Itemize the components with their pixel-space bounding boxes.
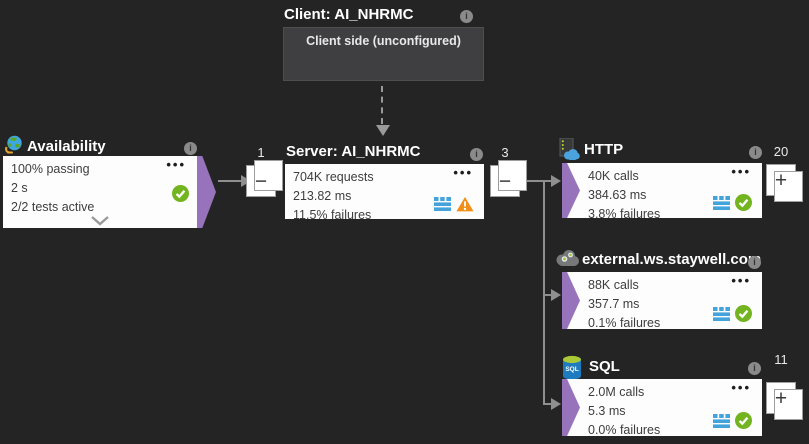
collapse-edge-button[interactable]: − (490, 160, 527, 197)
instances-grid-icon (713, 195, 730, 210)
server-node-title: Server: AI_NHRMC (286, 143, 421, 160)
metric-duration: 384.63 ms (588, 188, 647, 202)
metric-passing: 100% passing (11, 162, 90, 176)
http-node-card[interactable]: 40K calls 384.63 ms 3.8% failures ••• (562, 163, 762, 221)
success-icon (735, 305, 752, 322)
info-icon[interactable] (748, 362, 761, 375)
minus-icon: − (254, 169, 268, 193)
plus-icon: + (774, 168, 788, 192)
metric-failures: 11.5% failures (293, 208, 372, 222)
metric-duration: 5.3 ms (588, 404, 626, 418)
info-icon[interactable] (460, 10, 473, 23)
availability-node-title: Availability (27, 138, 106, 155)
more-options-icon[interactable]: ••• (731, 273, 751, 288)
info-icon[interactable] (749, 146, 762, 159)
globe-icon (5, 135, 22, 154)
external-metrics: 88K calls 357.7 ms 0.1% failures (562, 272, 762, 333)
plus-icon: + (774, 386, 788, 410)
sql-node-title: SQL (589, 358, 620, 375)
connector-line (543, 180, 545, 405)
success-icon (735, 194, 752, 211)
sql-node-card[interactable]: 2.0M calls 5.3 ms 0.0% failures ••• (562, 379, 762, 437)
more-options-icon[interactable]: ••• (166, 157, 186, 172)
instances-grid-icon (434, 197, 451, 211)
availability-metrics: 100% passing 2 s 2/2 tests active (3, 156, 197, 217)
sql-metrics: 2.0M calls 5.3 ms 0.0% failures (562, 379, 762, 440)
instances-grid-icon (713, 413, 730, 428)
arrow-right-icon (551, 289, 561, 301)
expand-node-button[interactable]: + (766, 382, 803, 420)
info-icon[interactable] (748, 256, 761, 269)
connector-line (543, 180, 552, 182)
client-node-title: Client: AI_NHRMC (284, 6, 414, 23)
availability-node-card[interactable]: 100% passing 2 s 2/2 tests active ••• (3, 156, 216, 228)
connector-line (543, 294, 552, 296)
server-cloud-icon (559, 138, 580, 160)
http-metrics: 40K calls 384.63 ms 3.8% failures (562, 163, 762, 224)
metric-tests: 2/2 tests active (11, 200, 95, 214)
metric-duration: 357.7 ms (588, 297, 640, 311)
arrow-right-icon (551, 175, 561, 187)
info-icon[interactable] (184, 142, 197, 155)
gears-icon (556, 250, 579, 266)
metric-calls: 2.0M calls (588, 385, 645, 399)
metric-failures: 0.0% failures (588, 423, 661, 437)
metric-duration: 2 s (11, 181, 28, 195)
collapse-edge-button[interactable]: − (246, 160, 283, 197)
more-options-icon[interactable]: ••• (731, 164, 751, 179)
warning-icon (456, 197, 474, 212)
more-options-icon[interactable]: ••• (731, 380, 751, 395)
metric-duration: 213.82 ms (293, 189, 352, 203)
arrow-right-icon (551, 398, 561, 410)
metric-calls: 40K calls (588, 169, 639, 183)
node-badge-count: 11 (774, 352, 788, 367)
edge-out-chevron (197, 156, 216, 228)
client-server-dashed-connector (381, 86, 383, 124)
expand-node-button[interactable]: + (766, 164, 803, 202)
more-options-icon[interactable]: ••• (453, 165, 473, 180)
success-icon (172, 185, 189, 202)
instances-grid-icon (713, 306, 730, 321)
sql-database-icon: SQL (563, 355, 581, 380)
arrow-down-icon (376, 125, 390, 136)
connector-line (218, 180, 242, 182)
info-icon[interactable] (470, 148, 483, 161)
external-node-card[interactable]: 88K calls 357.7 ms 0.1% failures ••• (562, 272, 762, 330)
minus-icon: − (498, 169, 512, 193)
success-icon (735, 412, 752, 429)
metric-requests: 704K requests (293, 170, 374, 184)
client-node-body: Client side (unconfigured) (306, 34, 461, 48)
server-metrics: 704K requests 213.82 ms 11.5% failures (285, 164, 484, 225)
metric-failures: 0.1% failures (588, 316, 661, 330)
chevron-down-icon[interactable] (90, 216, 110, 226)
external-node-title: external.ws.staywell.com (582, 251, 762, 268)
edge-count-label: 3 (501, 145, 509, 160)
client-node-card[interactable]: Client side (unconfigured) (283, 27, 484, 81)
metric-failures: 3.8% failures (588, 207, 661, 221)
http-node-title: HTTP (584, 141, 624, 158)
server-node-card[interactable]: 704K requests 213.82 ms 11.5% failures •… (285, 164, 484, 222)
svg-text:SQL: SQL (565, 366, 578, 373)
connector-line (543, 403, 552, 405)
connector-line (520, 180, 545, 182)
edge-count-label: 1 (257, 145, 265, 160)
node-badge-count: 20 (773, 144, 789, 159)
metric-calls: 88K calls (588, 278, 639, 292)
